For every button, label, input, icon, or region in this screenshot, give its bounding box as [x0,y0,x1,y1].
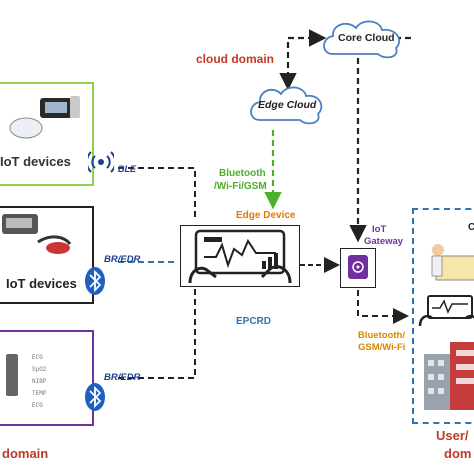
sensor-label: TEMP [32,390,47,397]
caregiver-scene-image [431,244,474,281]
gateway-icon [348,255,368,279]
tablet-hands-image [418,295,474,327]
user-domain-label-1: User/ [436,428,469,443]
epcrd-label: EPCRD [236,316,272,327]
br-edr-label-1: BR/EDR [104,254,141,265]
cloud-domain-label: cloud domain [196,52,274,66]
tablet-icon [188,229,292,284]
edge-to-core-link [286,29,327,78]
sensor-label: NIBP [32,378,47,385]
edge-cloud-label: Edge Cloud [258,99,317,111]
bluetooth-wifi-gsm-label-2: /Wi-Fi/GSM [214,181,267,192]
bluetooth-wifi-gsm-label-1: Bluetooth [219,168,266,179]
br-edr-label-2: BR/EDR [104,372,141,383]
iot-gateway-label-2: Gateway [364,236,404,247]
iot-devices-label-1: IoT devices [0,154,71,169]
iot-gateway-box [340,248,376,288]
bluetooth-gsm-wifi-label-2: GSM/Wi-Fi [358,342,406,353]
bredr-link-2 [118,285,196,379]
user-domain-label-2: dom [444,446,472,461]
medical-sensors-image [2,214,72,254]
ble-link [118,167,196,220]
iot-devices-box-bredr-2: ECG SpO2 NIBP TEMP ECG [0,330,94,426]
wifi-signal-icon [88,151,114,173]
edge-device-box [180,225,300,287]
wearable-devices-image [9,96,80,139]
ble-label: BLE [118,164,136,174]
bluetooth-icon-2 [85,383,105,411]
gateway-user-link [357,290,409,324]
iot-devices-label-2: IoT devices [6,276,77,291]
iot-devices-box-bredr-1: IoT devices [0,206,94,304]
edge-device-label: Edge Device [236,210,296,221]
device-domain-label: domain [2,446,49,461]
iot-gateway-label-1: IoT [372,224,387,235]
caregiver-label: Ca [468,222,474,233]
monitor-image [6,354,18,396]
sensor-label: SpO2 [32,366,47,373]
core-cloud-label: Core Cloud [338,32,395,44]
core-cloud-shape [323,20,401,59]
sensor-label: ECG [32,402,43,409]
sensor-label: ECG [32,354,43,361]
iot-devices-box-ble: IoT devices [0,82,94,186]
bluetooth-icon-1 [85,267,105,295]
hospital-building-image [424,342,474,410]
bluetooth-gsm-wifi-label-1: Bluetooth/ [358,330,405,341]
user-domain-box: Ca [412,208,474,424]
edge-cloud-shape [250,86,323,125]
sensor-label-list: ECG SpO2 NIBP TEMP ECG [32,352,46,412]
